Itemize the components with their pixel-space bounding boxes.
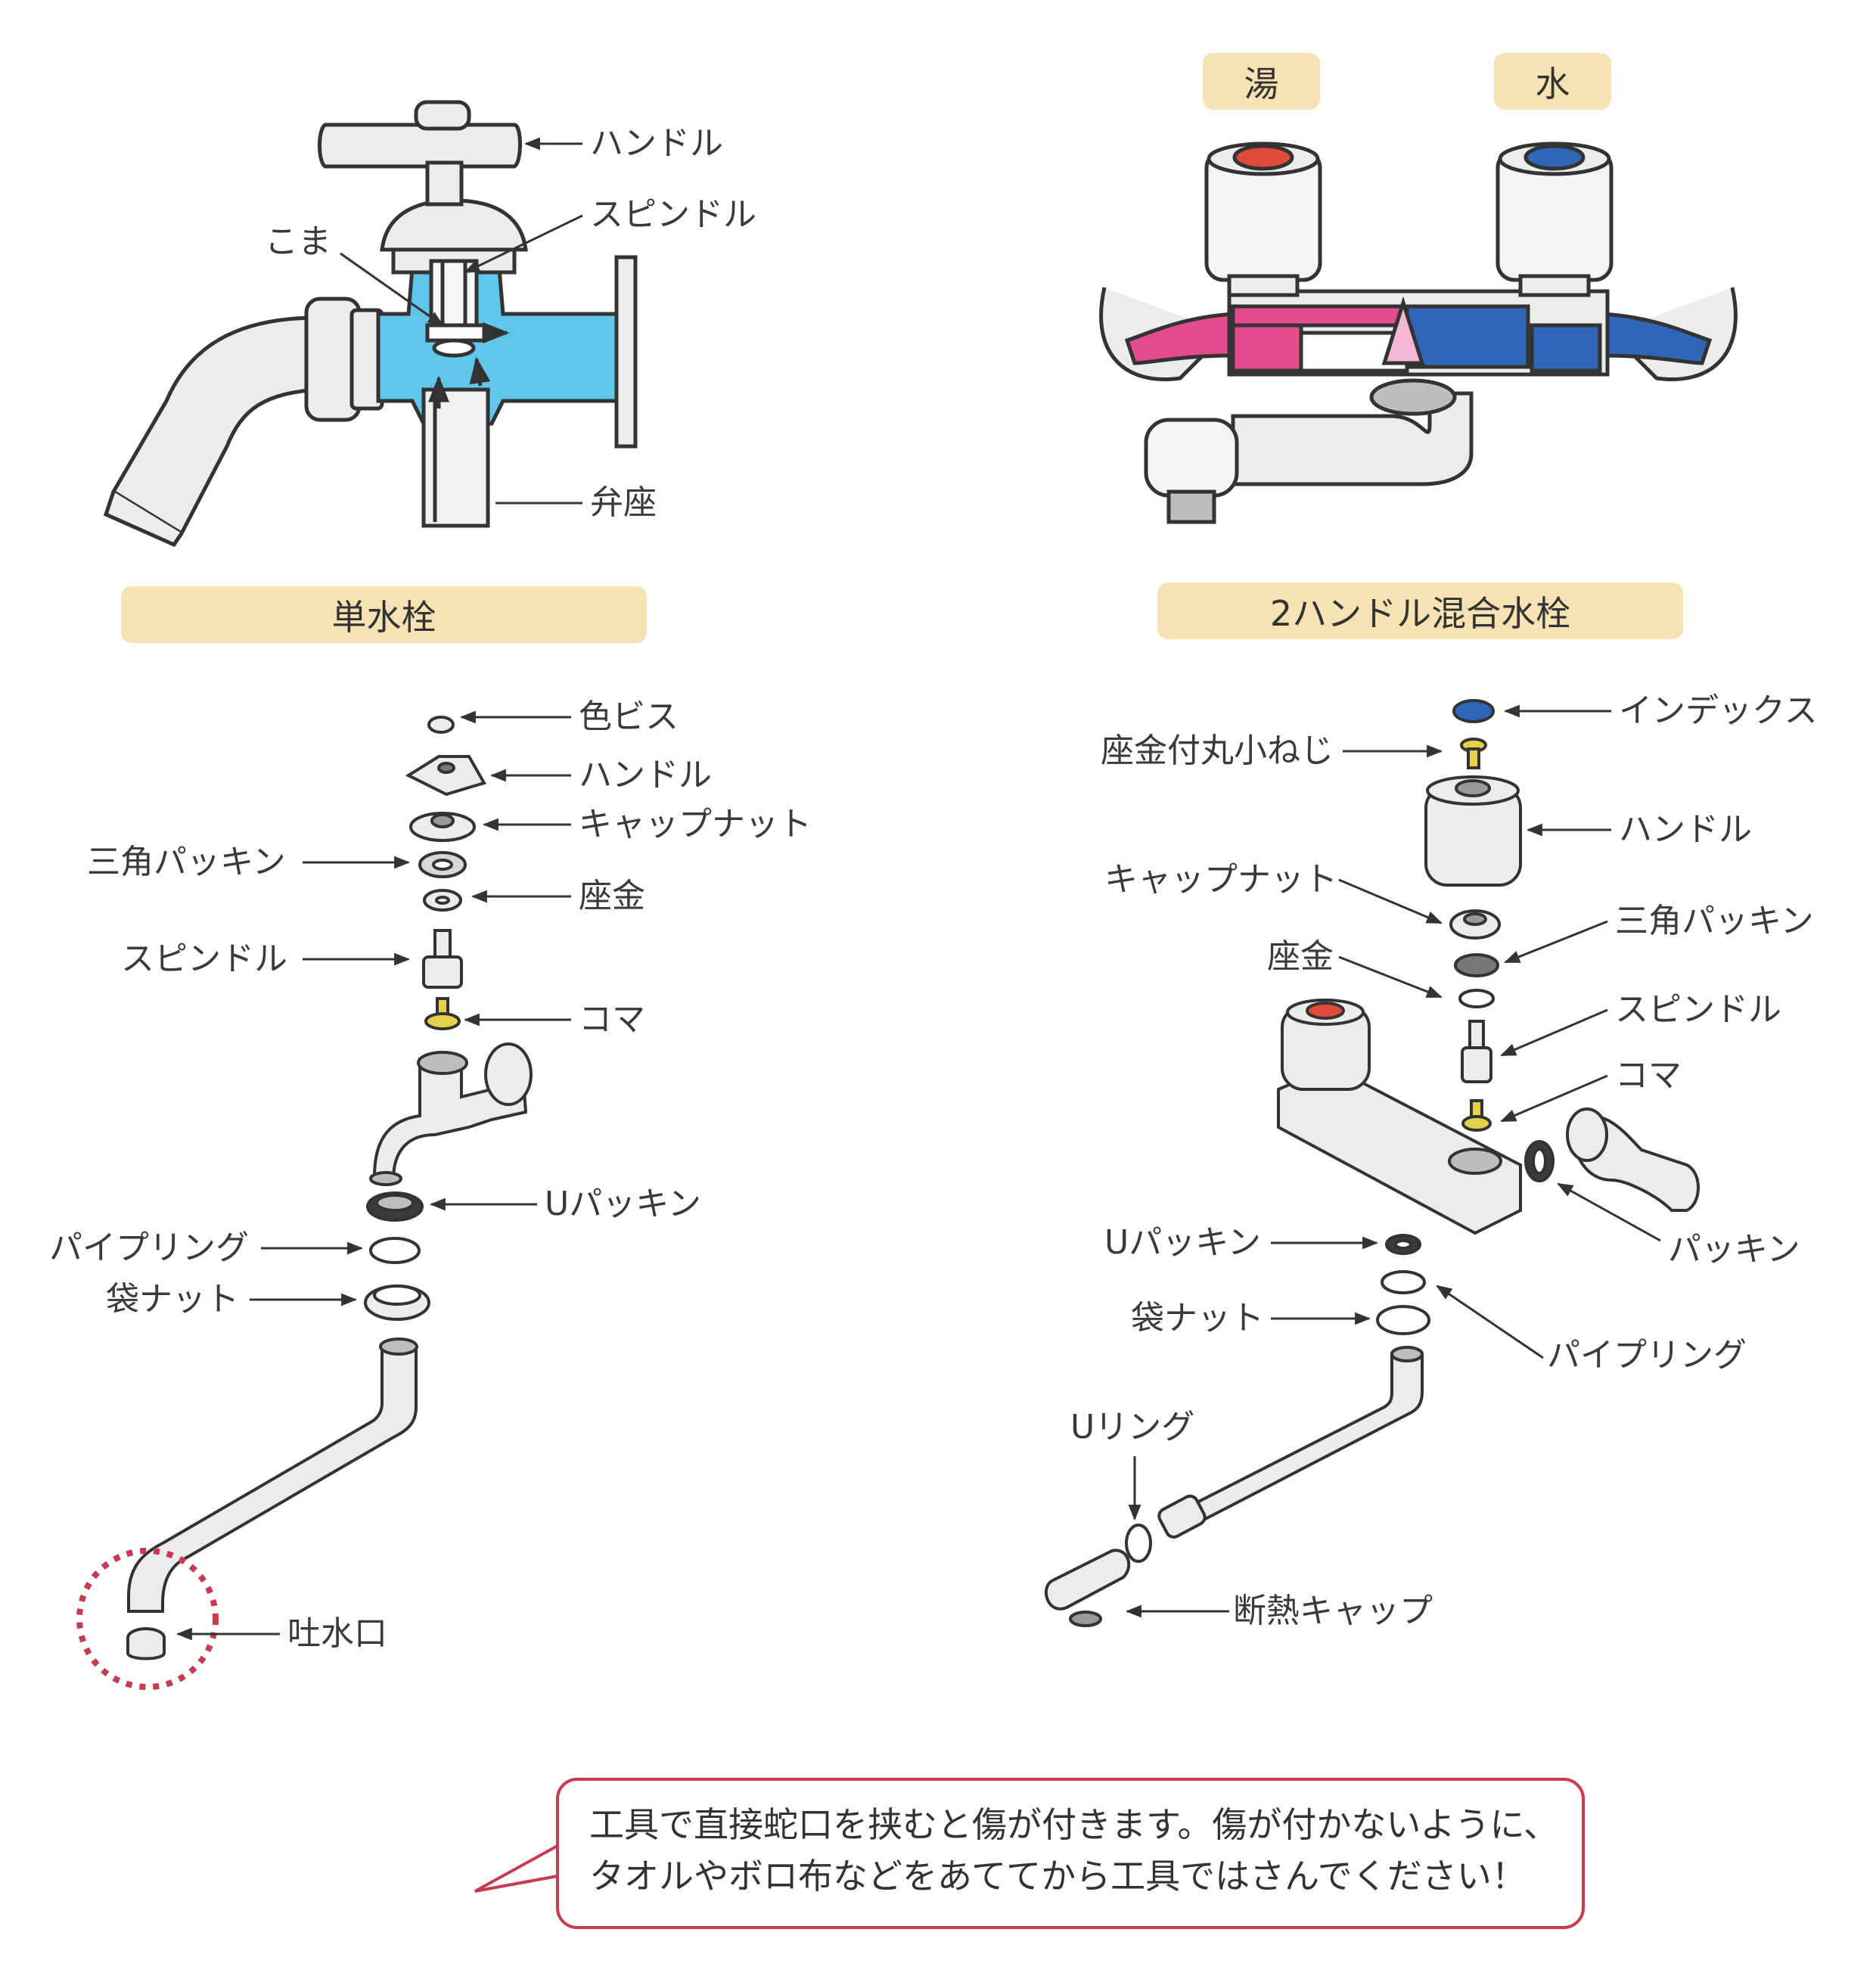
note-line-2: タオルやボロ布などをあててから工具ではさんでください！	[589, 1856, 1527, 1897]
label-triangle-packing-br: 三角パッキン	[1615, 902, 1814, 940]
label-spindle-top: スピンドル	[590, 195, 756, 234]
wall-flange	[614, 255, 638, 449]
caption-single-faucet: 単水栓	[121, 586, 647, 643]
label-spindle-bl: スピンドル	[121, 940, 287, 978]
part-mixer-spindle	[1461, 1020, 1492, 1083]
label-spindle-br: スピンドル	[1615, 990, 1781, 1029]
label-valve-seat: 弁座	[590, 483, 657, 522]
part-mixer-spout-pipe	[1173, 1353, 1424, 1530]
cold-tag: 水	[1494, 53, 1611, 110]
part-spindle	[422, 929, 463, 989]
label-bag-nut-bl: 袋ナット	[106, 1280, 239, 1319]
cold-handle	[1496, 141, 1614, 297]
part-mixer-insulation-cap	[1044, 1549, 1131, 1627]
koma-section	[425, 323, 486, 343]
single-faucet-section	[103, 100, 638, 548]
valve-body	[376, 266, 623, 426]
note-callout-tail	[474, 1844, 558, 1893]
part-handle	[405, 755, 486, 797]
label-washer-br: 座金	[1267, 937, 1334, 976]
hot-tag: 湯	[1203, 53, 1320, 110]
part-index	[1452, 699, 1495, 723]
part-pipe-ring	[369, 1237, 421, 1264]
label-pipe-ring-br: パイプリング	[1547, 1336, 1747, 1375]
part-mixer-triangle-packing	[1454, 953, 1499, 977]
label-u-packing-br: Uパッキン	[1104, 1223, 1261, 1262]
bonnet	[380, 198, 528, 252]
bottom-left-leaders	[175, 710, 571, 1641]
bottom-right-leaders	[1125, 704, 1661, 1618]
part-mixer-koma	[1461, 1099, 1492, 1132]
part-washer-screw	[1460, 738, 1487, 769]
handle-section	[318, 123, 522, 169]
leader-koma	[340, 252, 444, 327]
label-koma-bl: コマ	[579, 1000, 645, 1039]
label-cap-nut-bl: キャップナット	[579, 805, 812, 843]
part-koma	[424, 997, 461, 1030]
note-line-1: 工具で直接蛇口を挟むと傷が付きます。傷が付かないように、	[589, 1804, 1559, 1845]
label-koma-br: コマ	[1615, 1056, 1682, 1095]
label-koma-top: こま	[265, 222, 331, 261]
single-faucet-exploded	[126, 716, 533, 1660]
label-washer-bl: 座金	[579, 877, 645, 915]
hot-handle	[1204, 141, 1322, 297]
part-mixer-bag-nut	[1376, 1305, 1430, 1335]
part-spout-pipe	[127, 1345, 418, 1613]
label-bag-nut-br: 袋ナット	[1131, 1299, 1264, 1337]
label-cap-nut-br: キャップナット	[1104, 860, 1337, 899]
part-mixer-washer	[1458, 989, 1495, 1008]
label-triangle-packing-bl: 三角パッキン	[87, 843, 286, 881]
label-u-ring: Uリング	[1070, 1408, 1195, 1446]
spout-cap	[1144, 418, 1239, 498]
caption-mixer-faucet: 2ハンドル混合水栓	[1157, 582, 1683, 639]
mixer-faucet-illustration	[1099, 141, 1738, 524]
label-handle-top: ハンドル	[590, 124, 723, 163]
leader-spindle	[464, 214, 583, 274]
part-faucet-body	[372, 1058, 528, 1182]
part-mixer-pipe-ring	[1381, 1270, 1426, 1294]
label-pipe-ring-bl: パイプリング	[49, 1229, 249, 1267]
mixer-faucet-exploded	[1044, 699, 1700, 1627]
label-insulation-cap: 断熱キャップ	[1233, 1592, 1433, 1630]
label-packing-br: パッキン	[1668, 1230, 1800, 1269]
label-handle-br: ハンドル	[1619, 810, 1752, 849]
label-color-screw: 色ビス	[579, 697, 679, 736]
label-index: インデックス	[1619, 691, 1818, 730]
part-mixer-hot-handle	[1281, 999, 1371, 1091]
label-handle-bl: ハンドル	[579, 756, 712, 794]
part-mixer-pipe-end	[1157, 1494, 1207, 1539]
part-mixer-u-ring	[1125, 1524, 1152, 1563]
faucet-spout	[110, 315, 320, 536]
spout-highlight-circle	[76, 1548, 219, 1690]
warning-note: 工具で直接蛇口を挟むと傷が付きます。傷が付かないように、 タオルやボロ布などをあ…	[556, 1778, 1585, 1929]
label-washer-screw: 座金付丸小ねじ	[1101, 732, 1334, 770]
label-u-packing-bl: Uパッキン	[545, 1185, 701, 1223]
part-mixer-handle	[1424, 775, 1522, 887]
part-color-screw	[427, 716, 455, 734]
label-spout: 吐水口	[287, 1614, 387, 1653]
